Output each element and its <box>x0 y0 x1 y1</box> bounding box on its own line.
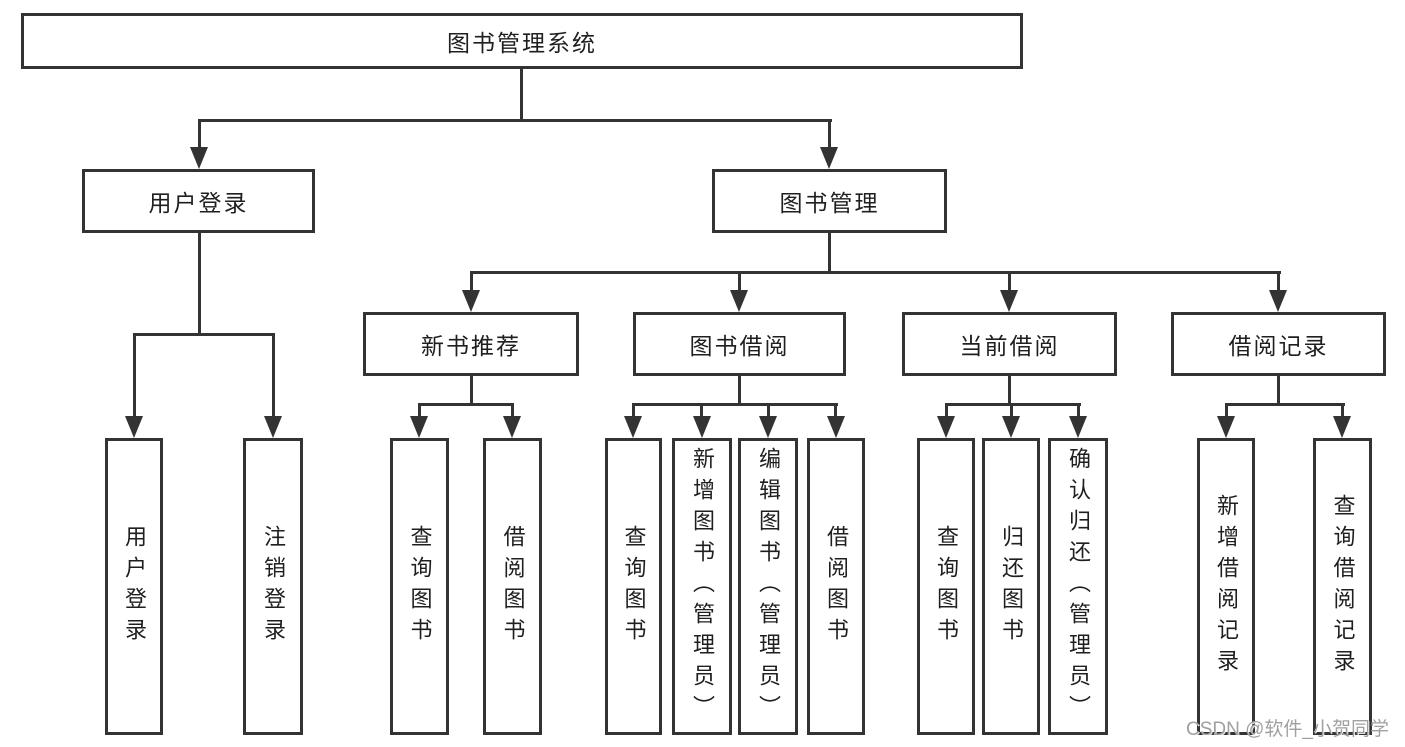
connector-new-book-stem <box>470 376 473 406</box>
arrowhead-to-bb-borrow <box>827 416 845 438</box>
arrowhead-to-nb-borrow <box>503 416 521 438</box>
leaf-borrow-borrow-book: 借阅图书 <box>807 438 865 735</box>
connector-new-book-rail <box>418 403 514 406</box>
connector-borrow-record-stem <box>1277 376 1280 406</box>
leaf-record-query-record: 查询借阅记录 <box>1313 438 1372 735</box>
leaf-borrow-query-book-label: 查询图书 <box>621 524 647 649</box>
connector-book-borrow-rail <box>632 403 838 406</box>
node-book-management: 图书管理 <box>712 169 947 233</box>
leaf-current-return-book: 归还图书 <box>982 438 1040 735</box>
arrowhead-to-book-mgmt <box>820 147 838 169</box>
node-new-book-recommend-label: 新书推荐 <box>421 333 521 359</box>
leaf-newbook-borrow-book: 借阅图书 <box>483 438 542 735</box>
leaf-borrow-add-book: 新增图书（管理员） <box>672 438 732 735</box>
connector-to-cb-confirm-stem <box>1077 403 1080 418</box>
connector-to-br-query-stem <box>1341 403 1344 418</box>
leaf-newbook-query-book-label: 查询图书 <box>407 524 433 649</box>
node-new-book-recommend: 新书推荐 <box>363 312 579 376</box>
node-book-borrow-label: 图书借阅 <box>689 333 790 359</box>
arrowhead-to-user-login <box>190 147 208 169</box>
arrowhead-to-borrow-record <box>1269 290 1287 312</box>
leaf-borrow-add-book-label: 新增图书（管理员） <box>690 447 715 726</box>
connector-user-login-stem <box>198 233 201 336</box>
connector-to-cb-query-stem <box>945 403 948 418</box>
arrowhead-to-cb-return <box>1002 416 1020 438</box>
arrowhead-to-book-borrow <box>730 290 748 312</box>
node-user-login-label: 用户登录 <box>148 190 249 216</box>
leaf-record-add-record-label: 新增借阅记录 <box>1214 493 1239 680</box>
leaf-logout: 注销登录 <box>243 438 303 735</box>
arrowhead-to-bb-query <box>624 416 642 438</box>
arrowhead-to-br-query <box>1333 416 1351 438</box>
connector-to-leaf-login-stem <box>133 333 136 418</box>
node-borrow-record: 借阅记录 <box>1171 312 1386 376</box>
leaf-current-return-book-label: 归还图书 <box>999 524 1024 649</box>
connector-current-borrow-rail <box>945 403 1081 406</box>
connector-to-nb-borrow-stem <box>511 403 514 418</box>
leaf-user-login: 用户登录 <box>105 438 163 735</box>
connector-to-book-borrow-stem <box>738 271 741 292</box>
watermark: CSDN @软件_小贺同学 <box>1186 719 1389 740</box>
connector-book-mgmt-stem <box>828 233 831 274</box>
leaf-borrow-query-book: 查询图书 <box>605 438 662 735</box>
arrowhead-to-cb-query <box>937 416 955 438</box>
leaf-logout-label: 注销登录 <box>261 524 286 649</box>
arrowhead-to-cb-confirm <box>1069 416 1087 438</box>
leaf-newbook-query-book: 查询图书 <box>390 438 449 735</box>
arrowhead-to-current-borrow <box>1000 290 1018 312</box>
connector-to-bb-add-stem <box>700 403 703 418</box>
node-current-borrow: 当前借阅 <box>902 312 1117 376</box>
connector-to-cb-return-stem <box>1010 403 1013 418</box>
node-book-management-label: 图书管理 <box>779 190 880 216</box>
leaf-current-confirm-return: 确认归还（管理员） <box>1048 438 1108 735</box>
connector-to-bb-edit-stem <box>767 403 770 418</box>
leaf-newbook-borrow-book-label: 借阅图书 <box>500 524 526 649</box>
leaf-borrow-edit-book: 编辑图书（管理员） <box>738 438 798 735</box>
connector-to-nb-query-stem <box>418 403 421 418</box>
connector-to-book-mgmt-stem <box>828 119 831 149</box>
arrowhead-to-leaf-login <box>125 416 143 438</box>
arrowhead-to-nb-query <box>410 416 428 438</box>
connector-to-borrow-record-stem <box>1277 271 1280 292</box>
connector-borrow-record-rail <box>1225 403 1345 406</box>
node-root-label: 图书管理系统 <box>447 30 597 56</box>
connector-to-new-book-stem <box>470 271 473 292</box>
leaf-borrow-borrow-book-label: 借阅图书 <box>824 524 849 649</box>
arrowhead-to-leaf-logout <box>264 416 282 438</box>
connector-to-br-add-stem <box>1225 403 1228 418</box>
connector-user-login-rail <box>133 333 275 336</box>
connector-to-current-borrow-stem <box>1008 271 1011 292</box>
leaf-borrow-edit-book-label: 编辑图书（管理员） <box>756 447 781 726</box>
node-borrow-record-label: 借阅记录 <box>1228 333 1329 359</box>
arrowhead-to-bb-add <box>693 416 711 438</box>
node-book-borrow: 图书借阅 <box>633 312 846 376</box>
connector-current-borrow-stem <box>1008 376 1011 406</box>
connector-root-rail <box>198 119 832 122</box>
arrowhead-to-new-book <box>462 290 480 312</box>
leaf-record-query-record-label: 查询借阅记录 <box>1330 493 1356 680</box>
connector-root-stem <box>520 69 523 120</box>
arrowhead-to-br-add <box>1217 416 1235 438</box>
leaf-current-query-book-label: 查询图书 <box>934 524 959 649</box>
connector-to-bb-borrow-stem <box>834 403 837 418</box>
node-root: 图书管理系统 <box>21 13 1023 69</box>
leaf-current-confirm-return-label: 确认归还（管理员） <box>1066 447 1091 726</box>
node-user-login: 用户登录 <box>82 169 315 233</box>
connector-to-user-login-stem <box>198 119 201 149</box>
connector-book-mgmt-rail <box>470 271 1281 274</box>
leaf-record-add-record: 新增借阅记录 <box>1197 438 1255 735</box>
connector-book-borrow-stem <box>738 376 741 406</box>
connector-to-leaf-logout-stem <box>272 333 275 418</box>
node-current-borrow-label: 当前借阅 <box>959 333 1060 359</box>
leaf-current-query-book: 查询图书 <box>917 438 975 735</box>
leaf-user-login-label: 用户登录 <box>122 524 147 649</box>
arrowhead-to-bb-edit <box>759 416 777 438</box>
connector-to-bb-query-stem <box>632 403 635 418</box>
